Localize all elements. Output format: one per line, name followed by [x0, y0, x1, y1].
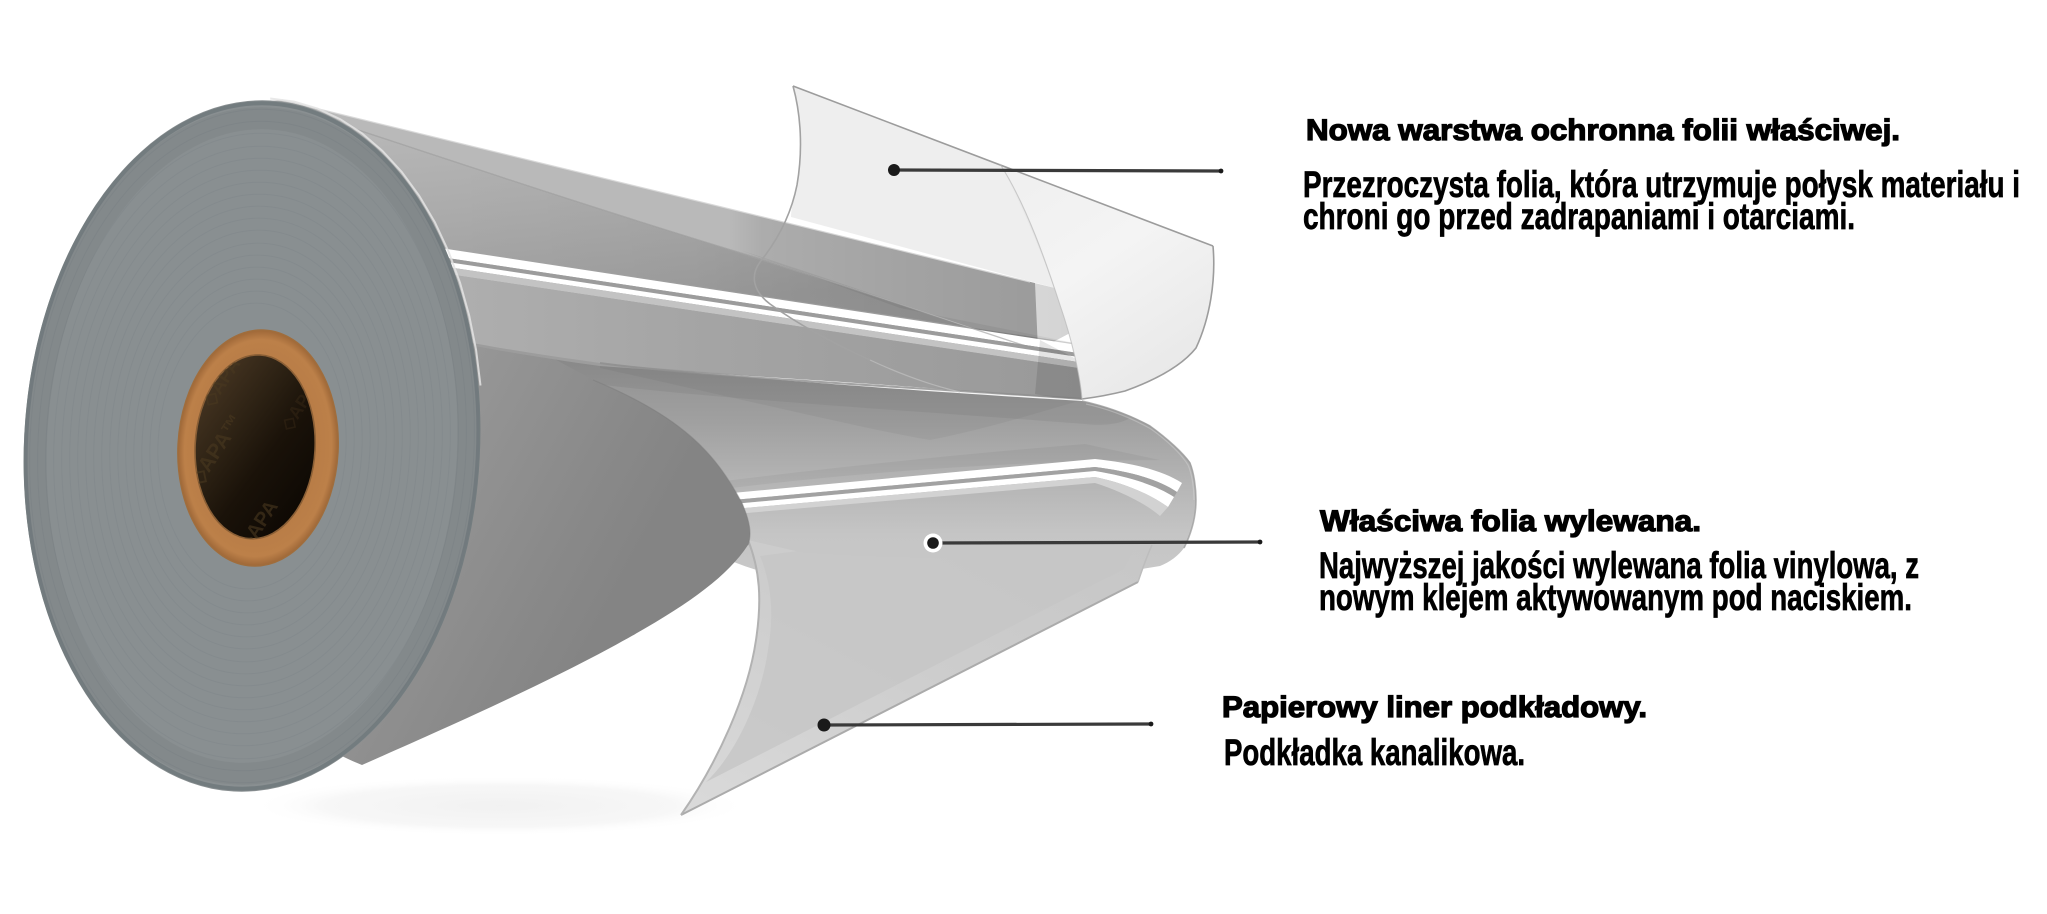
svg-text:Przezroczysta folia, która utr: Przezroczysta folia, która utrzymuje poł… [1303, 164, 2020, 205]
svg-text:chroni go przed zadrapaniami i: chroni go przed zadrapaniami i otarciami… [1303, 196, 1855, 237]
svg-text:Właściwa folia wylewana.: Właściwa folia wylewana. [1320, 505, 1701, 538]
svg-text:nowym klejem aktywowanym pod n: nowym klejem aktywowanym pod naciskiem. [1319, 577, 1912, 618]
svg-text:Najwyższej jakości wylewana fo: Najwyższej jakości wylewana folia vinylo… [1319, 545, 1919, 586]
svg-text:Nowa warstwa ochronna folii wł: Nowa warstwa ochronna folii właściwej. [1306, 114, 1900, 147]
svg-text:Podkładka kanalikowa.: Podkładka kanalikowa. [1224, 732, 1525, 773]
svg-text:Papierowy liner podkładowy.: Papierowy liner podkładowy. [1222, 691, 1647, 724]
